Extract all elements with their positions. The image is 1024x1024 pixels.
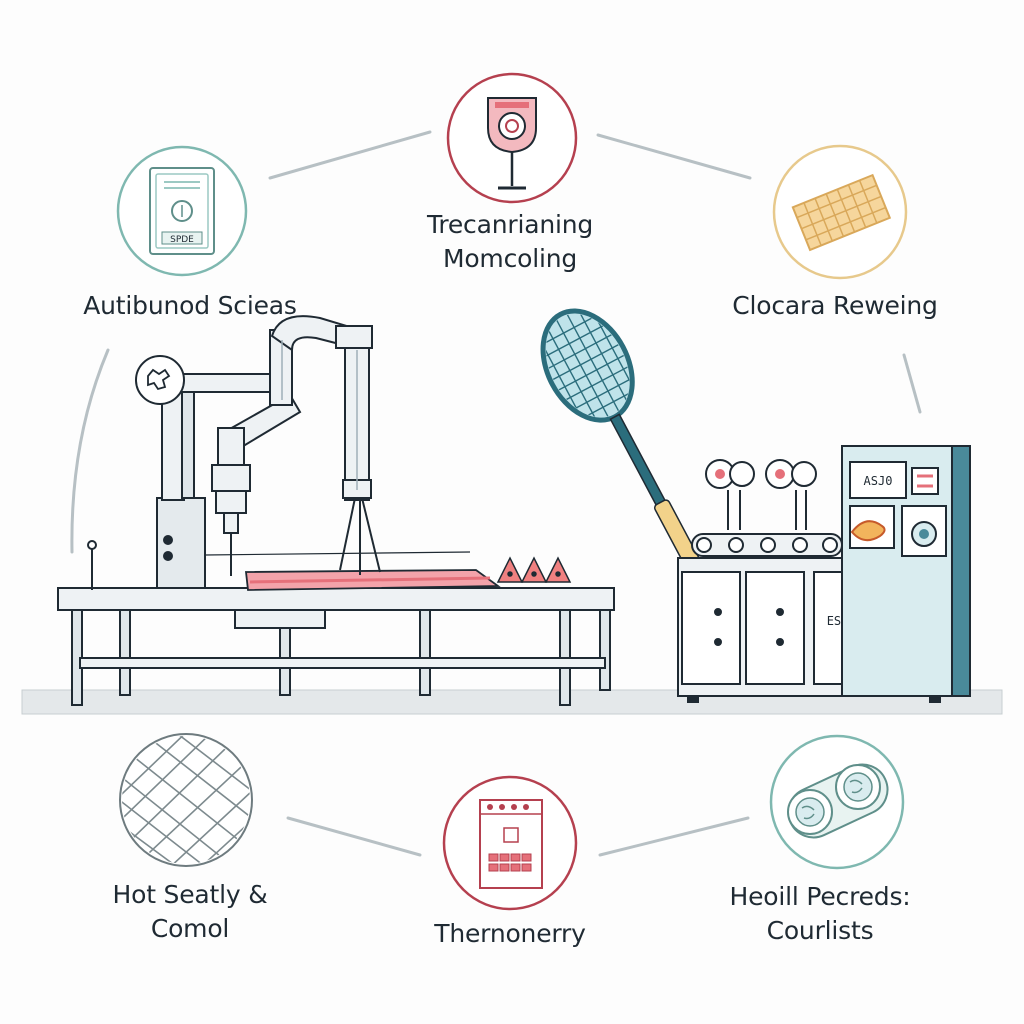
node-bottom-right: [769, 734, 905, 870]
control-panel-icon: [479, 799, 543, 889]
connector-top-right: [596, 133, 752, 180]
node-label-line: Thernonerry: [434, 919, 586, 948]
connector-bottom-right: [598, 816, 750, 857]
node-label-top-left: Autibunod Scieas: [60, 289, 320, 323]
robot-arm: [211, 315, 381, 576]
node-label-line: Hot Seatly &: [112, 880, 268, 909]
certificate-label: SPDE: [170, 235, 194, 245]
racket: [533, 302, 700, 568]
connector-right: [902, 353, 922, 414]
node-label-bottom-left: Hot Seatly & Comol: [80, 878, 300, 946]
node-bottom-left: [119, 733, 253, 867]
connector-left-arc: [70, 348, 110, 554]
machine-display: ASJ0: [864, 474, 893, 488]
workbench: [57, 540, 615, 706]
certificate-document-icon: SPDE: [149, 167, 215, 255]
node-label-line: Heoill Pecreds:: [729, 882, 911, 911]
node-label-line: Momcoling: [442, 244, 578, 273]
node-top-left: SPDE: [116, 145, 248, 277]
connector-bottom-left: [286, 816, 422, 857]
sample-cones: [496, 556, 572, 583]
node-label-bottom-right: Heoill Pecreds: Courlists: [705, 880, 935, 948]
node-label-line: Courlists: [766, 916, 874, 945]
machine: ESUB35. ASJ0: [677, 445, 971, 703]
node-label-top-center: Trecanrianing Momcoling: [390, 208, 630, 276]
racket-head: [540, 308, 635, 423]
petri-dish-icon: [787, 763, 889, 839]
node-label-top-right: Clocara Reweing: [700, 289, 970, 323]
node-bottom-center: [442, 775, 578, 911]
node-bottom-left-circle: [119, 733, 253, 867]
node-label-line: Clocara Reweing: [732, 291, 938, 320]
wine-glass-gauge-icon: [487, 97, 537, 190]
robot-column: [135, 355, 281, 589]
node-top-right: [772, 144, 908, 280]
node-label-line: Autibunod Scieas: [83, 291, 297, 320]
node-label-line: Trecanrianing: [426, 210, 594, 239]
waffle-grid-icon: [791, 173, 892, 252]
connector-lines: [70, 130, 922, 857]
node-label-line: Comol: [150, 914, 230, 943]
connector-top-left: [268, 130, 432, 180]
node-top-center: [446, 72, 578, 204]
fish-icon: [850, 520, 886, 542]
node-label-bottom-center: Thernonerry: [400, 917, 620, 951]
red-tray: [244, 569, 501, 591]
gear-icon: [135, 355, 185, 405]
